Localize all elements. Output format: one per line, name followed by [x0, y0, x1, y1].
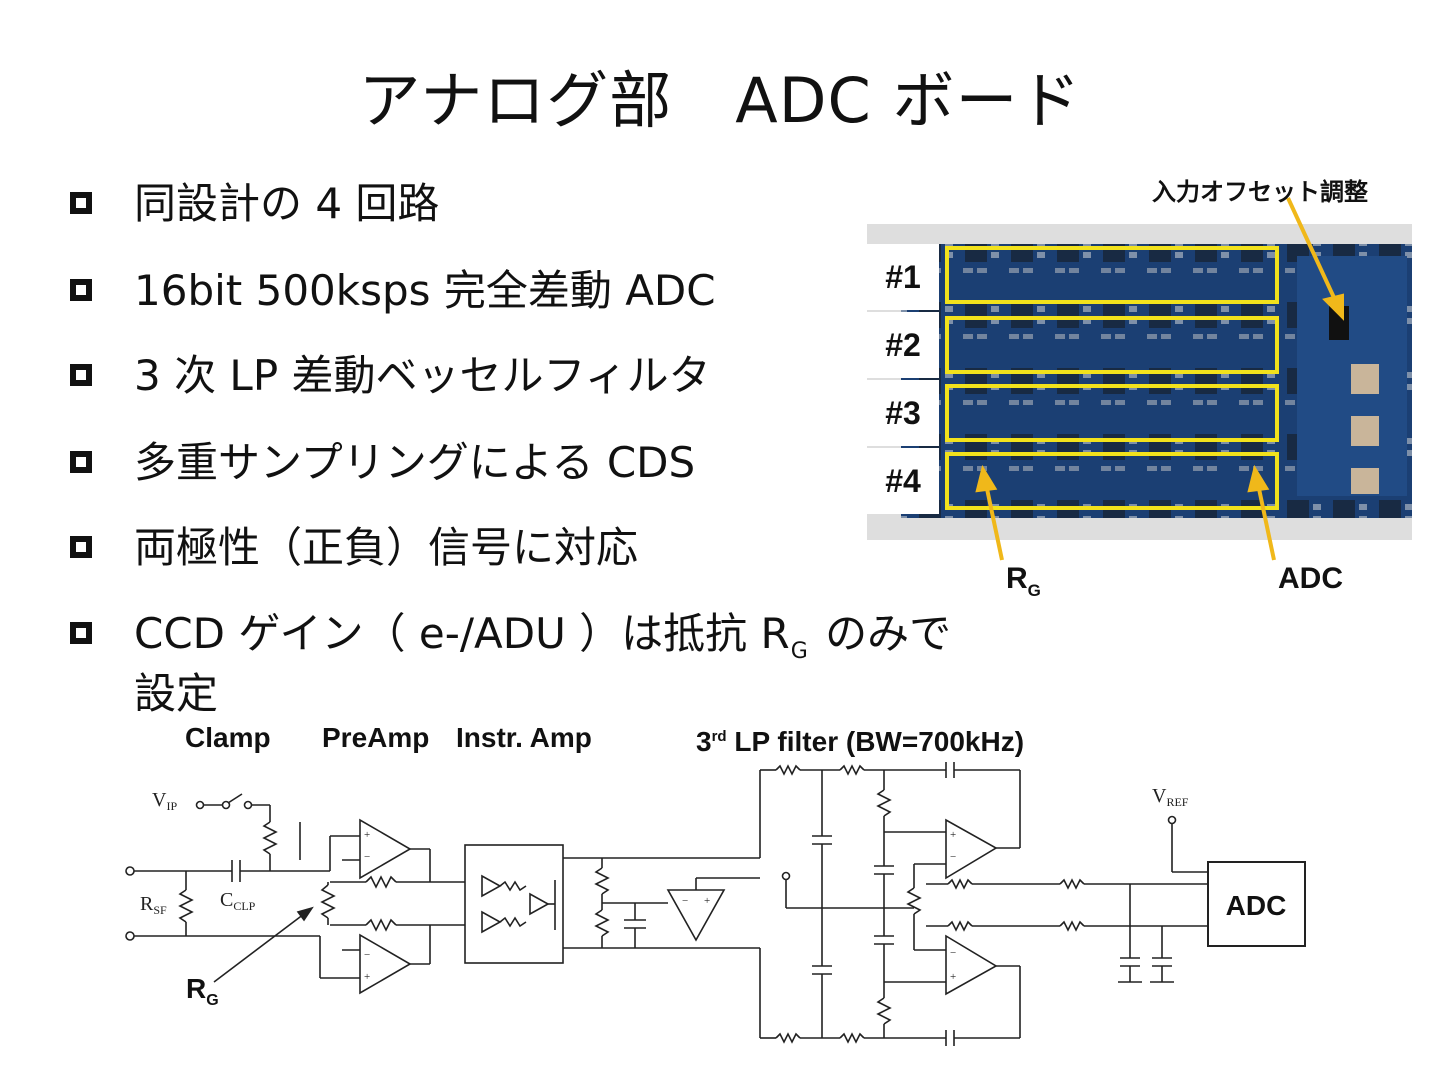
svg-text:+: +	[364, 829, 370, 841]
svg-text:+: +	[950, 829, 956, 841]
filter-opamp-top	[945, 818, 998, 880]
bullet-item: CCD ゲイン（ e-/ADU ）は抵抗 RG のみで 設定	[70, 608, 951, 723]
bullet-item: 16bit 500ksps 完全差動 ADC	[70, 265, 716, 325]
rg-resistor	[320, 884, 336, 919]
bullet-square-icon	[70, 364, 92, 386]
bullet-text: 同設計の 4 回路	[134, 179, 440, 228]
bullet-item: 多重サンプリングによる CDS	[70, 437, 695, 497]
bullet-square-icon	[70, 451, 92, 473]
channel-highlight	[945, 246, 1279, 304]
adc-block-label: ADC	[1226, 890, 1287, 921]
preamp-label: PreAmp	[322, 722, 430, 753]
rsf-label: RSF	[140, 893, 167, 917]
buffer-amp	[666, 889, 726, 942]
bullet-item: 3 次 LP 差動ベッセルフィルタ	[70, 350, 711, 410]
rg-letter: R	[1006, 562, 1028, 595]
bullet-square-icon	[70, 622, 92, 644]
clamp-label: Clamp	[185, 722, 271, 753]
bullet-item: 両極性（正負）信号に対応	[70, 522, 638, 582]
rsf-resistor	[178, 889, 194, 923]
clamp-switch	[227, 793, 243, 804]
vip-terminal	[195, 800, 205, 810]
bullet-text: 多重サンプリングによる CDS	[134, 438, 696, 487]
vref-label: VREF	[1152, 785, 1189, 809]
filter-text: LP filter (BW=700kHz)	[726, 726, 1025, 757]
instr-amp-label: Instr. Amp	[456, 722, 592, 753]
rg-photo-label: RG	[1006, 562, 1041, 600]
svg-text:−: −	[950, 947, 956, 959]
filter-order: 3	[696, 726, 712, 757]
channel-highlight	[945, 452, 1279, 510]
bullet-text: 両極性（正負）信号に対応	[134, 523, 639, 572]
input-terminal-plus	[125, 866, 135, 876]
vip-label: VIP	[152, 789, 177, 813]
bullet-text: CCD ゲイン（ e-/ADU ）は抵抗 RG のみで 設定	[134, 608, 951, 720]
adc-block	[1207, 861, 1306, 947]
preamp-top	[359, 818, 412, 880]
bullet-item: 同設計の 4 回路	[70, 178, 439, 238]
svg-text:−: −	[364, 851, 370, 863]
offset-adjust-label: 入力オフセット調整	[1152, 179, 1368, 206]
channel-tag: #4	[867, 448, 939, 514]
bullet-text-b: のみで	[811, 609, 952, 658]
preamp-bottom	[359, 933, 412, 995]
filter-order-sup: rd	[711, 728, 727, 745]
bullet-text-line2: 設定	[134, 669, 219, 718]
filter-opamp-bottom	[945, 934, 998, 996]
rg-schematic-label: RG	[186, 973, 219, 1009]
input-terminal-minus	[125, 931, 135, 941]
bullet-square-icon	[70, 279, 92, 301]
channel-highlight	[945, 316, 1279, 374]
channel-highlight	[945, 384, 1279, 442]
svg-text:+: +	[704, 895, 710, 907]
svg-text:+: +	[364, 971, 370, 983]
bullet-square-icon	[70, 192, 92, 214]
channel-tag: #1	[867, 244, 939, 310]
bullet-subscript: G	[790, 639, 808, 664]
slide-title: アナログ部 ADC ボード	[358, 64, 1082, 137]
vref-terminal	[1167, 815, 1177, 825]
rg-subscript: G	[1027, 581, 1041, 600]
svg-text:+: +	[950, 971, 956, 983]
filter-label: 3rd LP filter (BW=700kHz)	[696, 726, 1024, 758]
cclp-label: CCLP	[220, 889, 256, 913]
adc-photo-label: ADC	[1278, 562, 1343, 595]
svg-text:−: −	[682, 895, 688, 907]
channel-tag: #2	[867, 312, 939, 378]
channel-tag: #3	[867, 380, 939, 446]
bullet-text-a: CCD ゲイン（ e-/ADU ）は抵抗 R	[134, 609, 790, 658]
bullet-text: 3 次 LP 差動ベッセルフィルタ	[134, 351, 711, 400]
instr-amp-box	[464, 844, 564, 964]
bullet-square-icon	[70, 536, 92, 558]
svg-text:−: −	[950, 851, 956, 863]
svg-text:−: −	[364, 949, 370, 961]
bullet-text: 16bit 500ksps 完全差動 ADC	[134, 266, 716, 315]
